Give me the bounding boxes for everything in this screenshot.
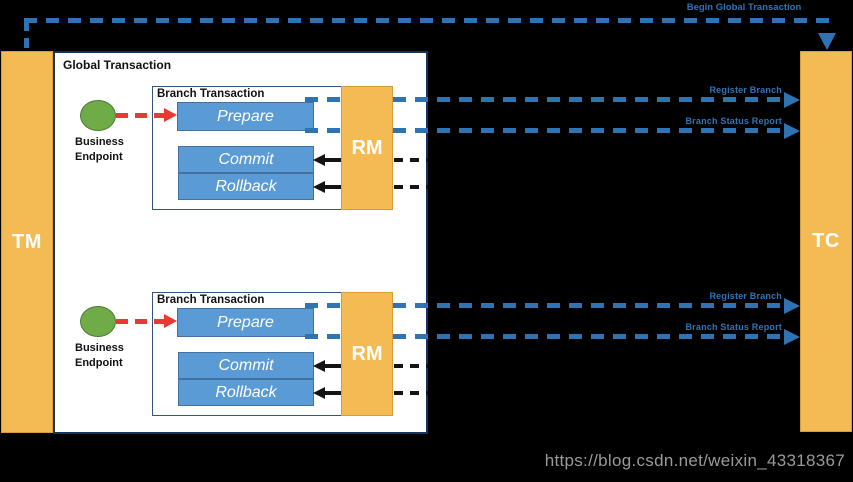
business-endpoint-label: Business Endpoint bbox=[75, 342, 124, 369]
invoke-arrow-line bbox=[116, 113, 164, 118]
down-arrowhead-icon bbox=[818, 33, 836, 50]
global-transaction-box: Global Transaction Branch Transaction Bu… bbox=[53, 51, 428, 434]
rollback-arrow-line bbox=[325, 185, 344, 189]
invoke-arrowhead-icon bbox=[164, 314, 177, 328]
commit-arrow-line bbox=[325, 364, 344, 368]
invoke-arrowhead-icon bbox=[164, 108, 177, 122]
commit-label: Commit bbox=[218, 150, 274, 168]
tc-pillar: TC bbox=[800, 51, 852, 432]
branch-status-report-label: Branch Status Report bbox=[685, 116, 782, 126]
rm-label: RM bbox=[351, 136, 383, 159]
prepare-label: Prepare bbox=[217, 313, 274, 331]
right-arrowhead-icon bbox=[784, 92, 800, 108]
rollback-box: Rollback bbox=[178, 379, 314, 406]
commit-box: Commit bbox=[178, 352, 314, 379]
begin-global-transaction-label: Begin Global Transaction bbox=[686, 2, 802, 13]
business-endpoint-label: Business Endpoint bbox=[75, 136, 124, 163]
business-endpoint-icon bbox=[80, 306, 116, 337]
rollback-arrowhead-icon bbox=[313, 180, 325, 193]
right-arrowhead-icon bbox=[784, 298, 800, 314]
watermark: https://blog.csdn.net/weixin_43318367 bbox=[544, 451, 845, 470]
branch-transaction-title: Branch Transaction bbox=[157, 294, 265, 306]
rm-box: RM bbox=[341, 292, 393, 416]
rollback-dashed-line bbox=[394, 391, 428, 395]
tm-label: TM bbox=[12, 230, 42, 253]
rollback-arrow-line bbox=[325, 391, 344, 395]
rollback-box: Rollback bbox=[178, 173, 314, 200]
commit-arrowhead-icon bbox=[313, 153, 325, 166]
rollback-dashed-line bbox=[394, 185, 428, 189]
branch-status-report-label: Branch Status Report bbox=[685, 322, 782, 332]
rm-box: RM bbox=[341, 86, 393, 210]
right-arrowhead-icon bbox=[784, 329, 800, 345]
commit-arrowhead-icon bbox=[313, 359, 325, 372]
commit-box: Commit bbox=[178, 146, 314, 173]
begin-global-transaction-arrow bbox=[24, 21, 29, 51]
prepare-label: Prepare bbox=[217, 107, 274, 125]
branch-status-report-arrow bbox=[305, 334, 785, 339]
rollback-label: Rollback bbox=[215, 383, 277, 401]
register-branch-arrow bbox=[305, 303, 785, 308]
invoke-arrow-line bbox=[116, 319, 164, 324]
begin-global-transaction-arrow bbox=[24, 18, 834, 23]
tc-label: TC bbox=[812, 230, 840, 252]
branch-transaction-title: Branch Transaction bbox=[157, 88, 265, 100]
tm-pillar: TM bbox=[1, 51, 53, 433]
branch-status-report-arrow bbox=[305, 128, 785, 133]
commit-label: Commit bbox=[218, 356, 274, 374]
right-arrowhead-icon bbox=[784, 123, 800, 139]
register-branch-arrow bbox=[305, 97, 785, 102]
rm-label: RM bbox=[351, 342, 383, 365]
prepare-box: Prepare bbox=[177, 308, 314, 337]
prepare-box: Prepare bbox=[177, 102, 314, 131]
global-transaction-title: Global Transaction bbox=[63, 58, 172, 72]
register-branch-label: Register Branch bbox=[709, 85, 782, 95]
commit-dashed-line bbox=[394, 364, 428, 368]
commit-dashed-line bbox=[394, 158, 428, 162]
business-endpoint-icon bbox=[80, 100, 116, 131]
commit-arrow-line bbox=[325, 158, 344, 162]
register-branch-label: Register Branch bbox=[709, 291, 782, 301]
rollback-arrowhead-icon bbox=[313, 386, 325, 399]
rollback-label: Rollback bbox=[215, 177, 277, 195]
